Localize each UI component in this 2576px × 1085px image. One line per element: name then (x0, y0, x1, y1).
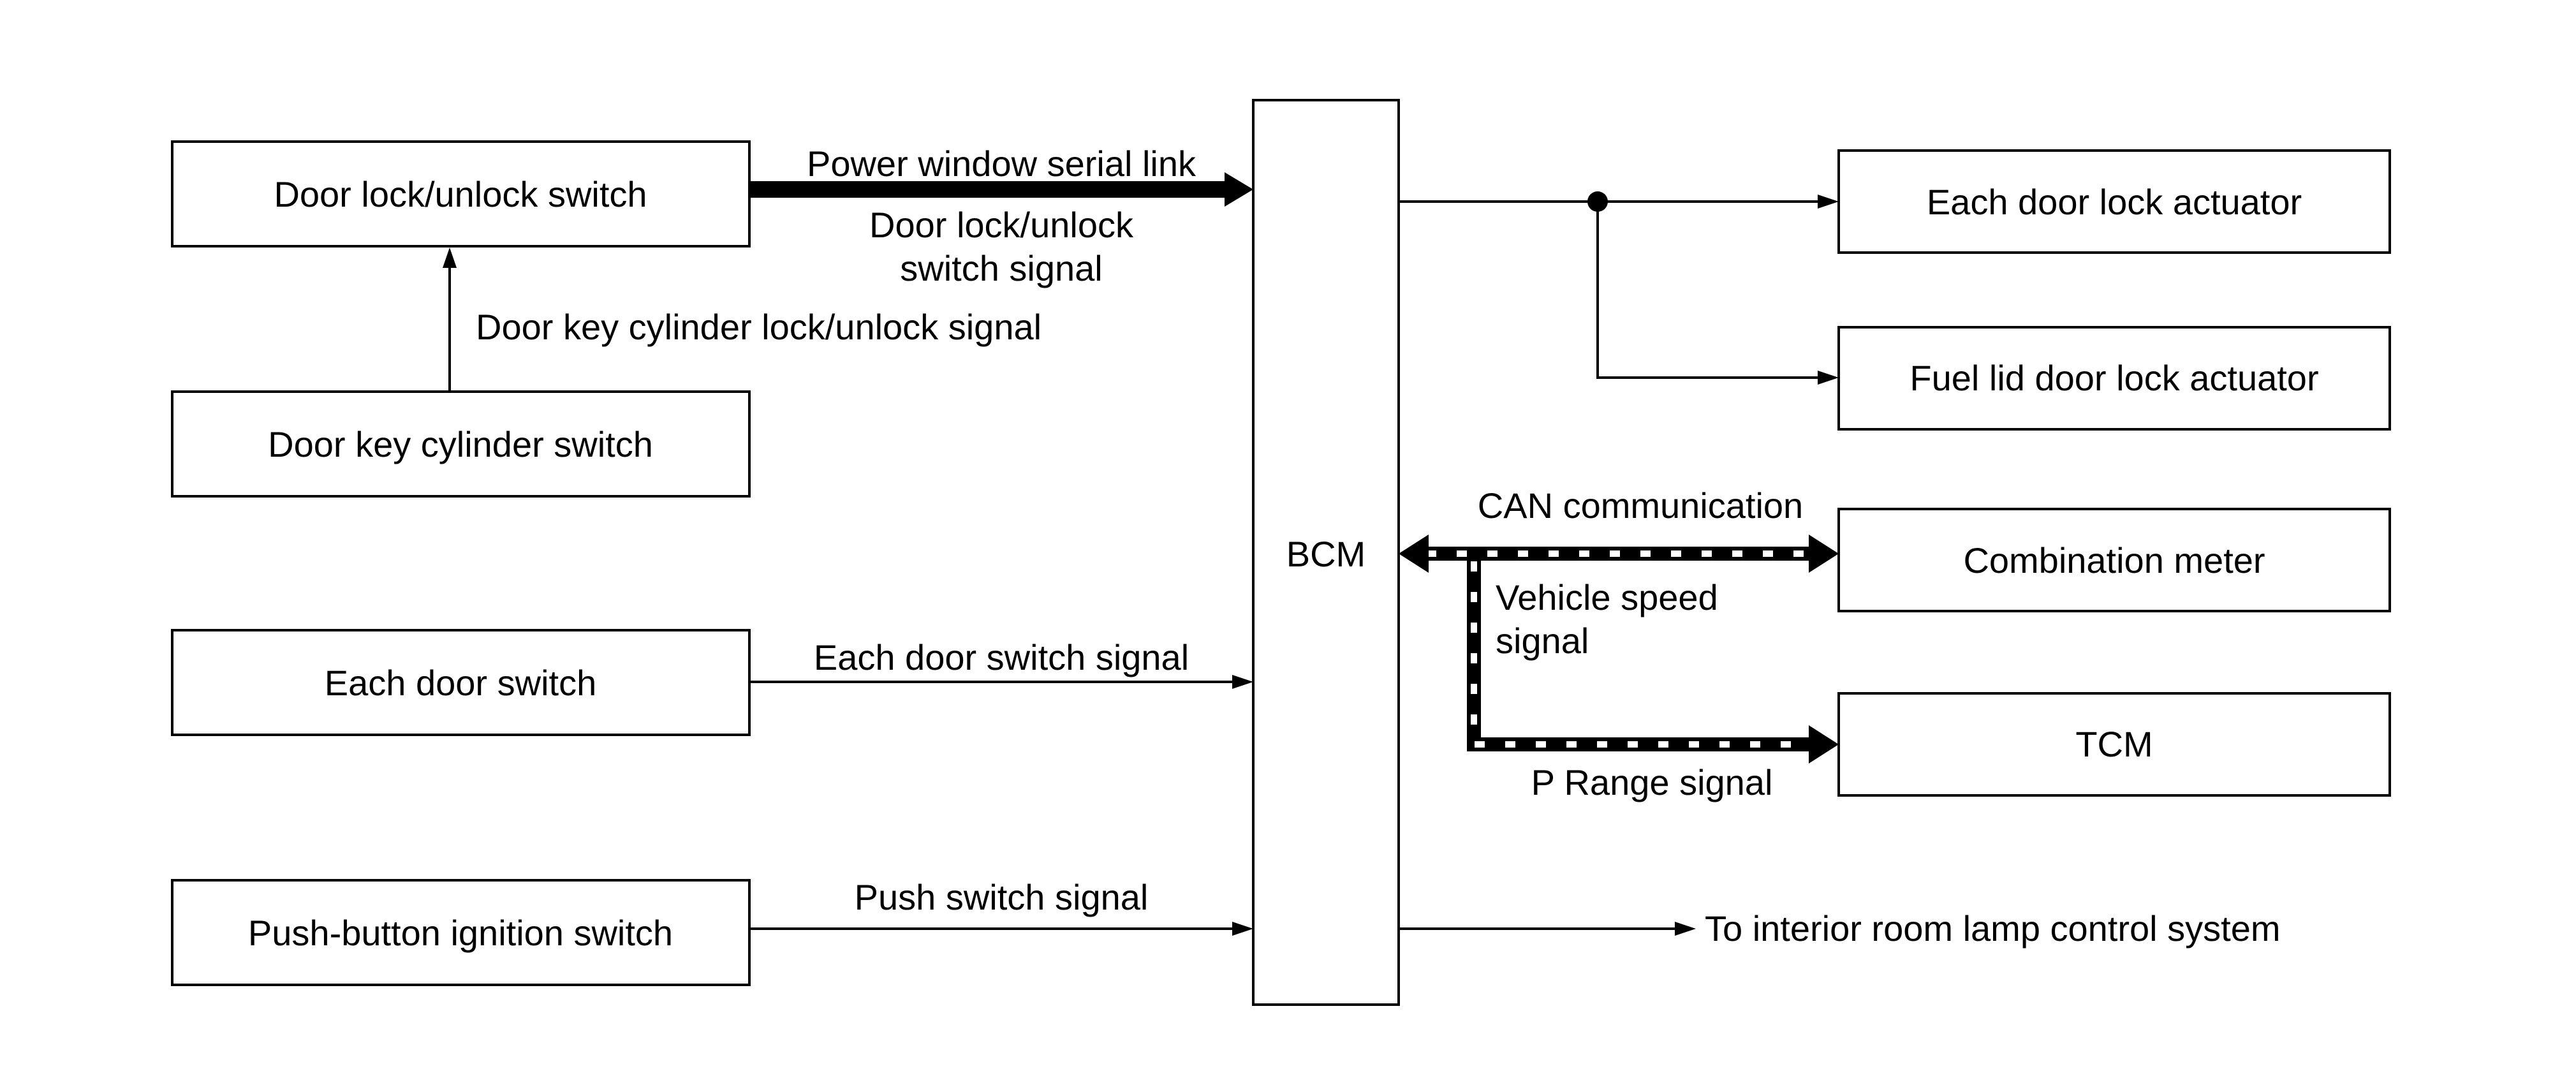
block-bcm: BCM (1252, 99, 1400, 1006)
block-each-door-switch: Each door switch (171, 629, 751, 736)
block-each-door-lock-actuator: Each door lock actuator (1837, 149, 2391, 254)
signal-push-switch: Push switch signal (855, 877, 1149, 917)
link-door-lock-actuators (1399, 191, 1839, 385)
link-door-key-cylinder (443, 247, 457, 392)
arrowhead (1675, 922, 1696, 936)
signal-door-lock-unlock-line1: Door lock/unlock (869, 205, 1134, 245)
arrowhead (1232, 675, 1253, 689)
signal-can-communication: CAN communication (1478, 485, 1803, 526)
signal-each-door-switch: Each door switch signal (814, 637, 1189, 677)
signal-door-lock-unlock-line2: switch signal (900, 248, 1102, 288)
block-each-door-lock-actuator-label: Each door lock actuator (1927, 182, 2302, 222)
signal-p-range: P Range signal (1531, 762, 1773, 802)
block-bcm-label: BCM (1286, 534, 1365, 574)
link-can-communication (1399, 535, 1839, 764)
block-combination-meter: Combination meter (1837, 508, 2391, 612)
arrowhead (1818, 371, 1839, 385)
arrowhead (1399, 535, 1429, 573)
block-combination-meter-label: Combination meter (1963, 540, 2265, 580)
arrowhead (1232, 922, 1253, 936)
signal-vehicle-speed-line1: Vehicle speed (1496, 577, 1718, 617)
signal-vehicle-speed-line2: signal (1496, 621, 1589, 661)
block-door-key-cylinder-switch-label: Door key cylinder switch (268, 424, 653, 464)
block-tcm: TCM (1837, 692, 2391, 797)
link-each-door-switch (749, 675, 1253, 689)
arrowhead (1809, 535, 1839, 573)
arrowhead (1809, 725, 1839, 764)
block-fuel-lid-door-lock-actuator: Fuel lid door lock actuator (1837, 326, 2391, 431)
arrowhead (1225, 172, 1253, 207)
block-door-lock-unlock-switch: Door lock/unlock switch (171, 140, 751, 247)
block-tcm-label: TCM (2075, 724, 2153, 764)
block-door-lock-unlock-switch-label: Door lock/unlock switch (274, 174, 647, 214)
arrowhead (443, 247, 457, 268)
link-interior-room-lamp (1399, 922, 1696, 936)
block-door-key-cylinder-switch: Door key cylinder switch (171, 390, 751, 498)
link-power-window-serial (749, 172, 1253, 207)
arrowhead (1818, 195, 1839, 209)
block-push-button-ignition-switch: Push-button ignition switch (171, 879, 751, 986)
signal-door-key-cylinder: Door key cylinder lock/unlock signal (476, 307, 1041, 347)
block-push-button-ignition-switch-label: Push-button ignition switch (248, 913, 673, 953)
link-push-switch (749, 922, 1253, 936)
block-fuel-lid-door-lock-actuator-label: Fuel lid door lock actuator (1910, 358, 2318, 398)
signal-power-window-serial-link: Power window serial link (807, 144, 1196, 184)
block-each-door-switch-label: Each door switch (325, 663, 596, 703)
signal-to-interior-room-lamp: To interior room lamp control system (1705, 908, 2281, 948)
